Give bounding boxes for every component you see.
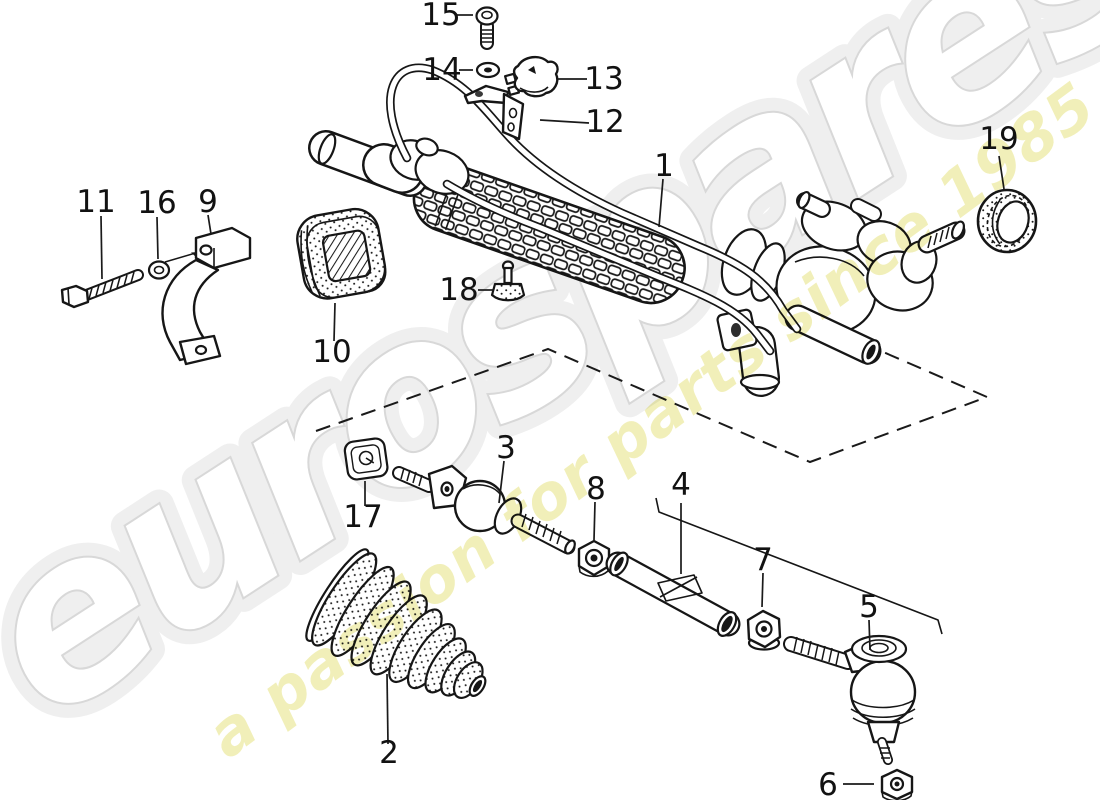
plug-17-drawing	[343, 437, 389, 481]
hydraulic-pipes	[386, 63, 802, 356]
part-label-19[interactable]: 19	[979, 121, 1018, 157]
leader-9	[207, 214, 212, 235]
part-label-2[interactable]: 2	[379, 735, 399, 771]
steering-gear-assembly-drawing	[308, 63, 966, 397]
part-label-6[interactable]: 6	[818, 767, 838, 800]
ring-19-drawing	[976, 188, 1038, 254]
part-label-13[interactable]: 13	[584, 61, 623, 97]
tie-rod-4-drawing	[605, 551, 741, 637]
boot-2-drawing	[305, 548, 487, 699]
part-label-18[interactable]: 18	[439, 272, 478, 308]
leader-10	[333, 302, 336, 342]
dashed-reference-lines	[315, 344, 990, 464]
part-label-9[interactable]: 9	[198, 184, 218, 220]
part-label-10[interactable]: 10	[312, 334, 351, 370]
part-label-1[interactable]: 1	[654, 148, 674, 184]
leader-1	[658, 178, 664, 228]
bolt-11-drawing	[60, 269, 144, 309]
leader-lines	[100, 14, 1005, 785]
leader-16	[156, 216, 159, 260]
washer-14-drawing	[475, 61, 501, 79]
nut-7-drawing	[746, 609, 782, 651]
inner-joint-3-drawing	[392, 464, 576, 555]
screw-18-drawing	[490, 260, 526, 302]
part-label-15[interactable]: 15	[421, 0, 460, 33]
part-label-8[interactable]: 8	[586, 471, 606, 507]
leader-11	[100, 215, 103, 280]
clamp-13-drawing	[504, 55, 559, 98]
leader-8	[593, 501, 596, 541]
part-label-7[interactable]: 7	[753, 542, 773, 578]
part-label-16[interactable]: 16	[137, 185, 176, 221]
bushing-10-drawing	[296, 207, 387, 300]
bracket-12-drawing	[463, 84, 525, 141]
tie-rod-end-5-drawing	[783, 634, 917, 765]
leader-3	[498, 460, 505, 504]
part-label-5[interactable]: 5	[859, 589, 879, 625]
leader-7	[761, 572, 764, 608]
part-label-3[interactable]: 3	[496, 430, 516, 466]
splined-stub-shaft	[917, 220, 966, 254]
leader-2	[386, 673, 389, 745]
part-label-14[interactable]: 14	[422, 52, 461, 88]
washer-16-drawing	[147, 260, 171, 280]
part-label-12[interactable]: 12	[585, 104, 624, 140]
rack-lower-tube	[784, 304, 882, 365]
bolt-15-drawing	[475, 6, 499, 50]
part-label-11[interactable]: 11	[76, 184, 115, 220]
leader-12	[539, 119, 590, 124]
part-label-17[interactable]: 17	[343, 499, 382, 535]
group-bracket-4	[655, 497, 943, 635]
mounting-boss	[716, 308, 781, 397]
clamp-9-drawing	[161, 226, 252, 366]
leader-19	[998, 155, 1005, 190]
part-label-4[interactable]: 4	[671, 467, 691, 503]
leader-5	[868, 619, 871, 651]
nut-6-drawing	[880, 768, 914, 800]
watermark-brand-text: eurospares	[0, 0, 1100, 771]
part-labels: 1 2 3 4 5 6 7 8 9 10 11 12 13 14 15 16 1…	[76, 0, 1018, 800]
nut-8-drawing	[577, 539, 611, 578]
